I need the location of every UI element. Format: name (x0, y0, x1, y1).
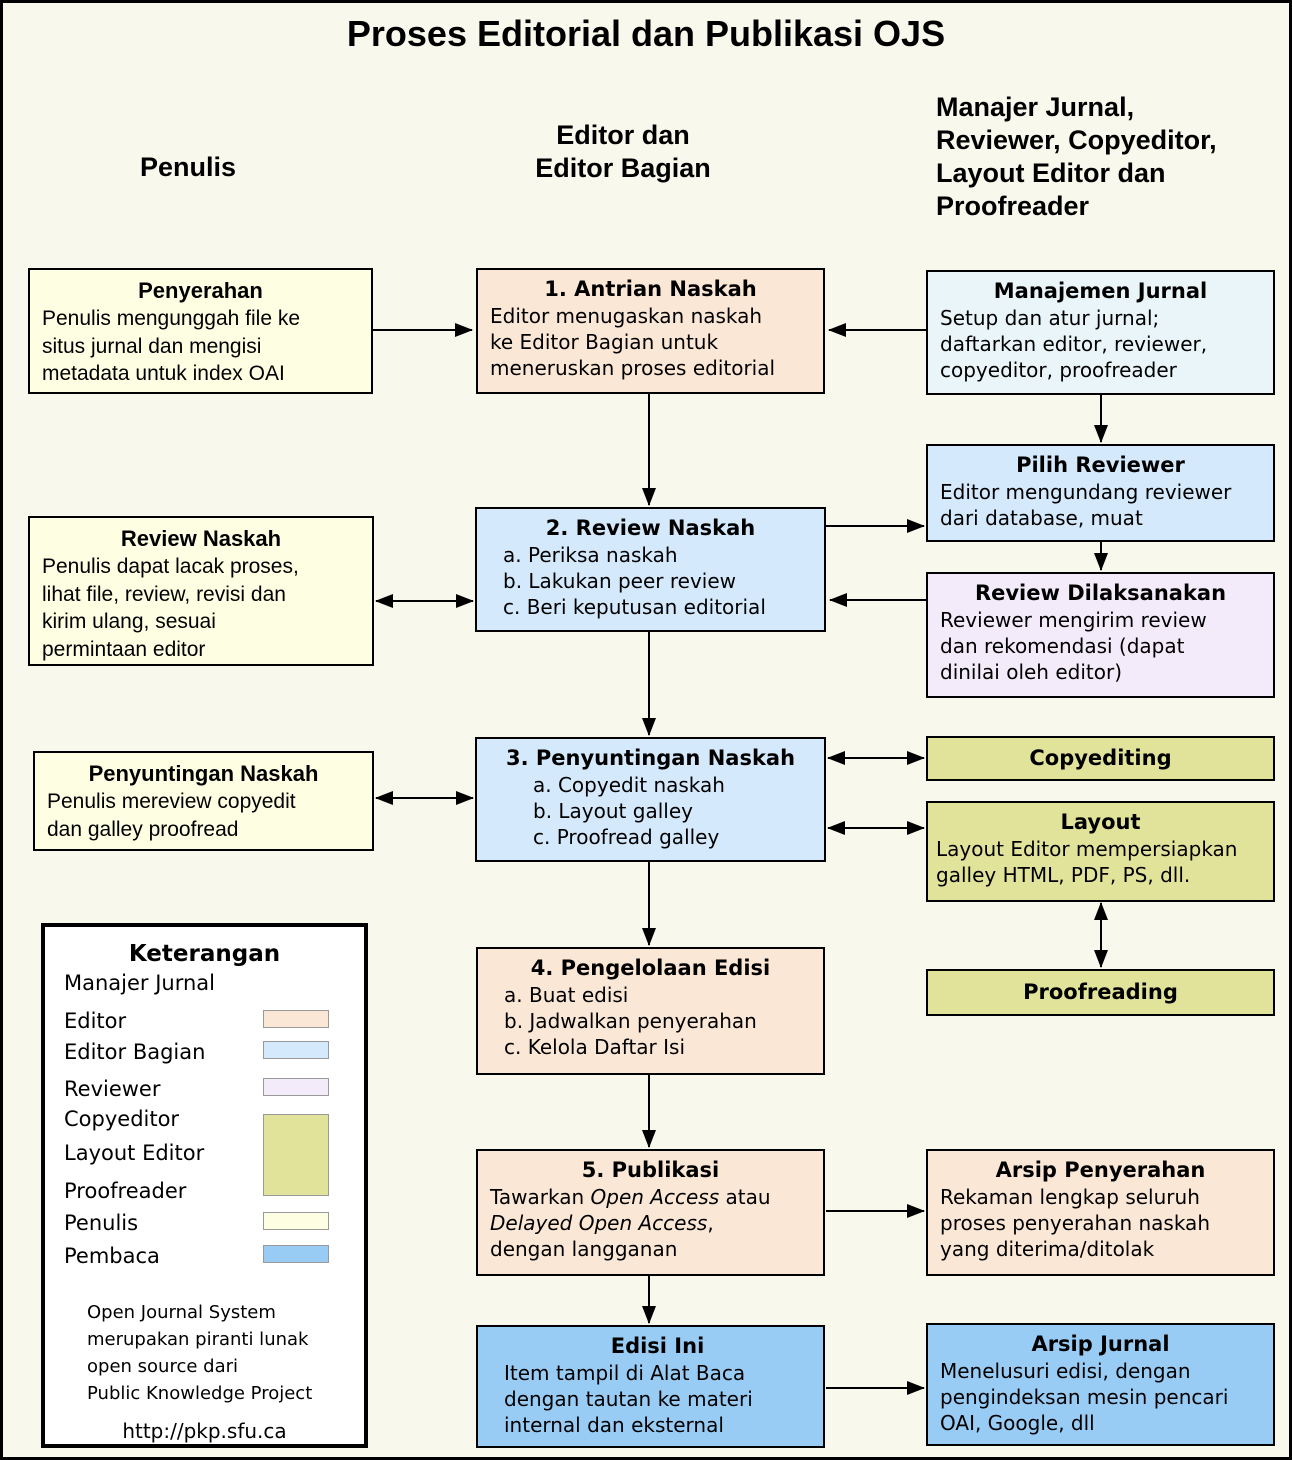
legend-label-penulis: Penulis (64, 1211, 139, 1235)
box-review-naskah-items: a. Periksa naskah b. Lakukan peer review… (489, 542, 812, 620)
legend-swatch-reviewer (263, 1078, 329, 1096)
box-publikasi: 5. Publikasi Tawarkan Open Access atau D… (476, 1149, 825, 1276)
box-arsip-jurnal-body: Menelusuri edisi, dengan pengindeksan me… (940, 1359, 1229, 1436)
legend-box: Keterangan Manajer Jurnal Editor Editor … (41, 923, 368, 1448)
box-proofreading: Proofreading (926, 969, 1275, 1016)
box-edisi-ini-body: Item tampil di Alat Baca dengan tautan k… (504, 1361, 753, 1438)
box-pengelolaan-edisi: 4. Pengelolaan Edisi a. Buat edisi b. Ja… (476, 947, 825, 1075)
list-item: b. Jadwalkan penyerahan (504, 1009, 757, 1034)
box-arsip-jurnal-title: Arsip Jurnal (1031, 1332, 1170, 1356)
legend-label-editor: Editor (64, 1009, 127, 1033)
box-edisi-ini: Edisi Ini Item tampil di Alat Baca denga… (476, 1325, 825, 1448)
text-segment: atau (719, 1185, 771, 1210)
list-item: a. Buat edisi (504, 983, 629, 1008)
text-line: Delayed Open Access, (490, 1210, 811, 1236)
box-penyerahan-title: Penyerahan (138, 278, 263, 303)
box-review-naskah-penulis-title: Review Naskah (120, 526, 282, 551)
text-segment: Tawarkan (490, 1185, 591, 1210)
column-header-penulis: Penulis (139, 152, 237, 182)
box-edisi-ini-title: Edisi Ini (610, 1334, 705, 1358)
box-arsip-penyerahan-body: Rekaman lengkap seluruh proses penyeraha… (940, 1185, 1210, 1262)
legend-label-manajer-jurnal: Manajer Jurnal (64, 971, 216, 995)
legend-title: Keterangan (128, 941, 281, 967)
box-pengelolaan-edisi-items: a. Buat edisi b. Jadwalkan penyerahan c.… (490, 982, 811, 1060)
text-segment-italic: Delayed Open Access (490, 1211, 708, 1236)
box-pilih-reviewer: Pilih Reviewer Editor mengundang reviewe… (926, 444, 1275, 542)
legend-swatch-copyeditor-layout-proofreader (263, 1114, 329, 1196)
box-layout: Layout Layout Editor mempersiapkan galle… (926, 801, 1275, 902)
box-publikasi-title: 5. Publikasi (581, 1158, 720, 1182)
box-arsip-penyerahan-title: Arsip Penyerahan (995, 1158, 1206, 1182)
box-penyerahan-body: Penulis mengunggah file ke situs jurnal … (42, 307, 301, 386)
box-penyuntingan-naskah-items: a. Copyedit naskah b. Layout galley c. P… (489, 772, 812, 850)
list-item: a. Copyedit naskah (533, 773, 725, 798)
box-penyuntingan-naskah-penulis-title: Penyuntingan Naskah (88, 761, 319, 786)
box-antrian-naskah-body: Editor menugaskan naskah ke Editor Bagia… (490, 304, 776, 381)
box-copyediting: Copyediting (926, 736, 1275, 781)
box-review-naskah-penulis-body: Penulis dapat lacak proses, lihat file, … (42, 555, 299, 662)
list-item: c. Proofread galley (533, 825, 720, 850)
column-header-editor: Editor dan Editor Bagian (535, 120, 711, 183)
column-header-manajer: Manajer Jurnal, Reviewer, Copyeditor, La… (936, 92, 1217, 221)
text-segment: , (707, 1211, 714, 1236)
box-review-naskah: 2. Review Naskah a. Periksa naskah b. La… (475, 507, 826, 632)
text-line: Tawarkan Open Access atau (490, 1184, 811, 1210)
legend-label-reviewer: Reviewer (64, 1077, 161, 1101)
legend-label-editor-bagian: Editor Bagian (64, 1040, 206, 1064)
legend-swatch-penulis (263, 1212, 329, 1230)
box-publikasi-body: Tawarkan Open Access atau Delayed Open A… (490, 1184, 811, 1262)
page-title: Proses Editorial dan Publikasi OJS (346, 13, 946, 54)
legend-swatch-editor (263, 1010, 329, 1028)
legend-url: http://pkp.sfu.ca (122, 1419, 287, 1443)
text-segment-italic: Open Access (590, 1185, 720, 1210)
list-item: c. Kelola Daftar Isi (504, 1035, 685, 1060)
box-pengelolaan-edisi-title: 4. Pengelolaan Edisi (530, 956, 771, 980)
box-review-dilaksanakan: Review Dilaksanakan Reviewer mengirim re… (926, 572, 1275, 698)
list-item: a. Periksa naskah (503, 543, 678, 568)
legend-swatch-pembaca (263, 1245, 329, 1263)
legend-label-pembaca: Pembaca (64, 1244, 160, 1268)
box-manajemen-jurnal-title: Manajemen Jurnal (993, 279, 1208, 303)
list-item: b. Layout galley (533, 799, 693, 824)
box-layout-title: Layout (1060, 810, 1141, 834)
box-review-naskah-title: 2. Review Naskah (545, 516, 756, 540)
box-review-dilaksanakan-body: Reviewer mengirim review dan rekomendasi… (940, 608, 1207, 685)
box-antrian-naskah: 1. Antrian Naskah Editor menugaskan nask… (476, 268, 825, 394)
text-line: dengan langganan (490, 1237, 678, 1262)
legend-swatch-editor-bagian (263, 1041, 329, 1059)
box-review-naskah-penulis: Review Naskah Penulis dapat lacak proses… (28, 516, 374, 666)
box-penyuntingan-naskah: 3. Penyuntingan Naskah a. Copyedit naska… (475, 737, 826, 862)
box-penyuntingan-naskah-penulis-body: Penulis mereview copyedit dan galley pro… (47, 790, 296, 841)
legend-label-proofreader: Proofreader (64, 1179, 187, 1203)
legend-label-layout-editor: Layout Editor (64, 1141, 205, 1165)
box-pilih-reviewer-title: Pilih Reviewer (1016, 453, 1185, 477)
box-pilih-reviewer-body: Editor mengundang reviewer dari database… (940, 480, 1232, 531)
legend-footer-text: Open Journal System merupakan piranti lu… (87, 1302, 313, 1404)
legend-label-copyeditor: Copyeditor (64, 1107, 180, 1131)
list-item: c. Beri keputusan editorial (503, 595, 766, 620)
list-item: b. Lakukan peer review (503, 569, 736, 594)
box-manajemen-jurnal: Manajemen Jurnal Setup dan atur jurnal; … (926, 270, 1275, 395)
box-penyerahan: Penyerahan Penulis mengunggah file ke si… (28, 268, 373, 394)
box-layout-body: Layout Editor mempersiapkan galley HTML,… (936, 837, 1238, 888)
box-penyuntingan-naskah-title: 3. Penyuntingan Naskah (505, 746, 796, 770)
box-arsip-penyerahan: Arsip Penyerahan Rekaman lengkap seluruh… (926, 1149, 1275, 1276)
box-penyuntingan-naskah-penulis: Penyuntingan Naskah Penulis mereview cop… (33, 751, 374, 851)
box-copyediting-title: Copyediting (1029, 745, 1172, 770)
box-manajemen-jurnal-body: Setup dan atur jurnal; daftarkan editor,… (940, 306, 1208, 383)
box-arsip-jurnal: Arsip Jurnal Menelusuri edisi, dengan pe… (926, 1323, 1275, 1446)
box-proofreading-title: Proofreading (1023, 979, 1178, 1004)
box-review-dilaksanakan-title: Review Dilaksanakan (974, 581, 1227, 605)
box-antrian-naskah-title: 1. Antrian Naskah (544, 277, 757, 301)
